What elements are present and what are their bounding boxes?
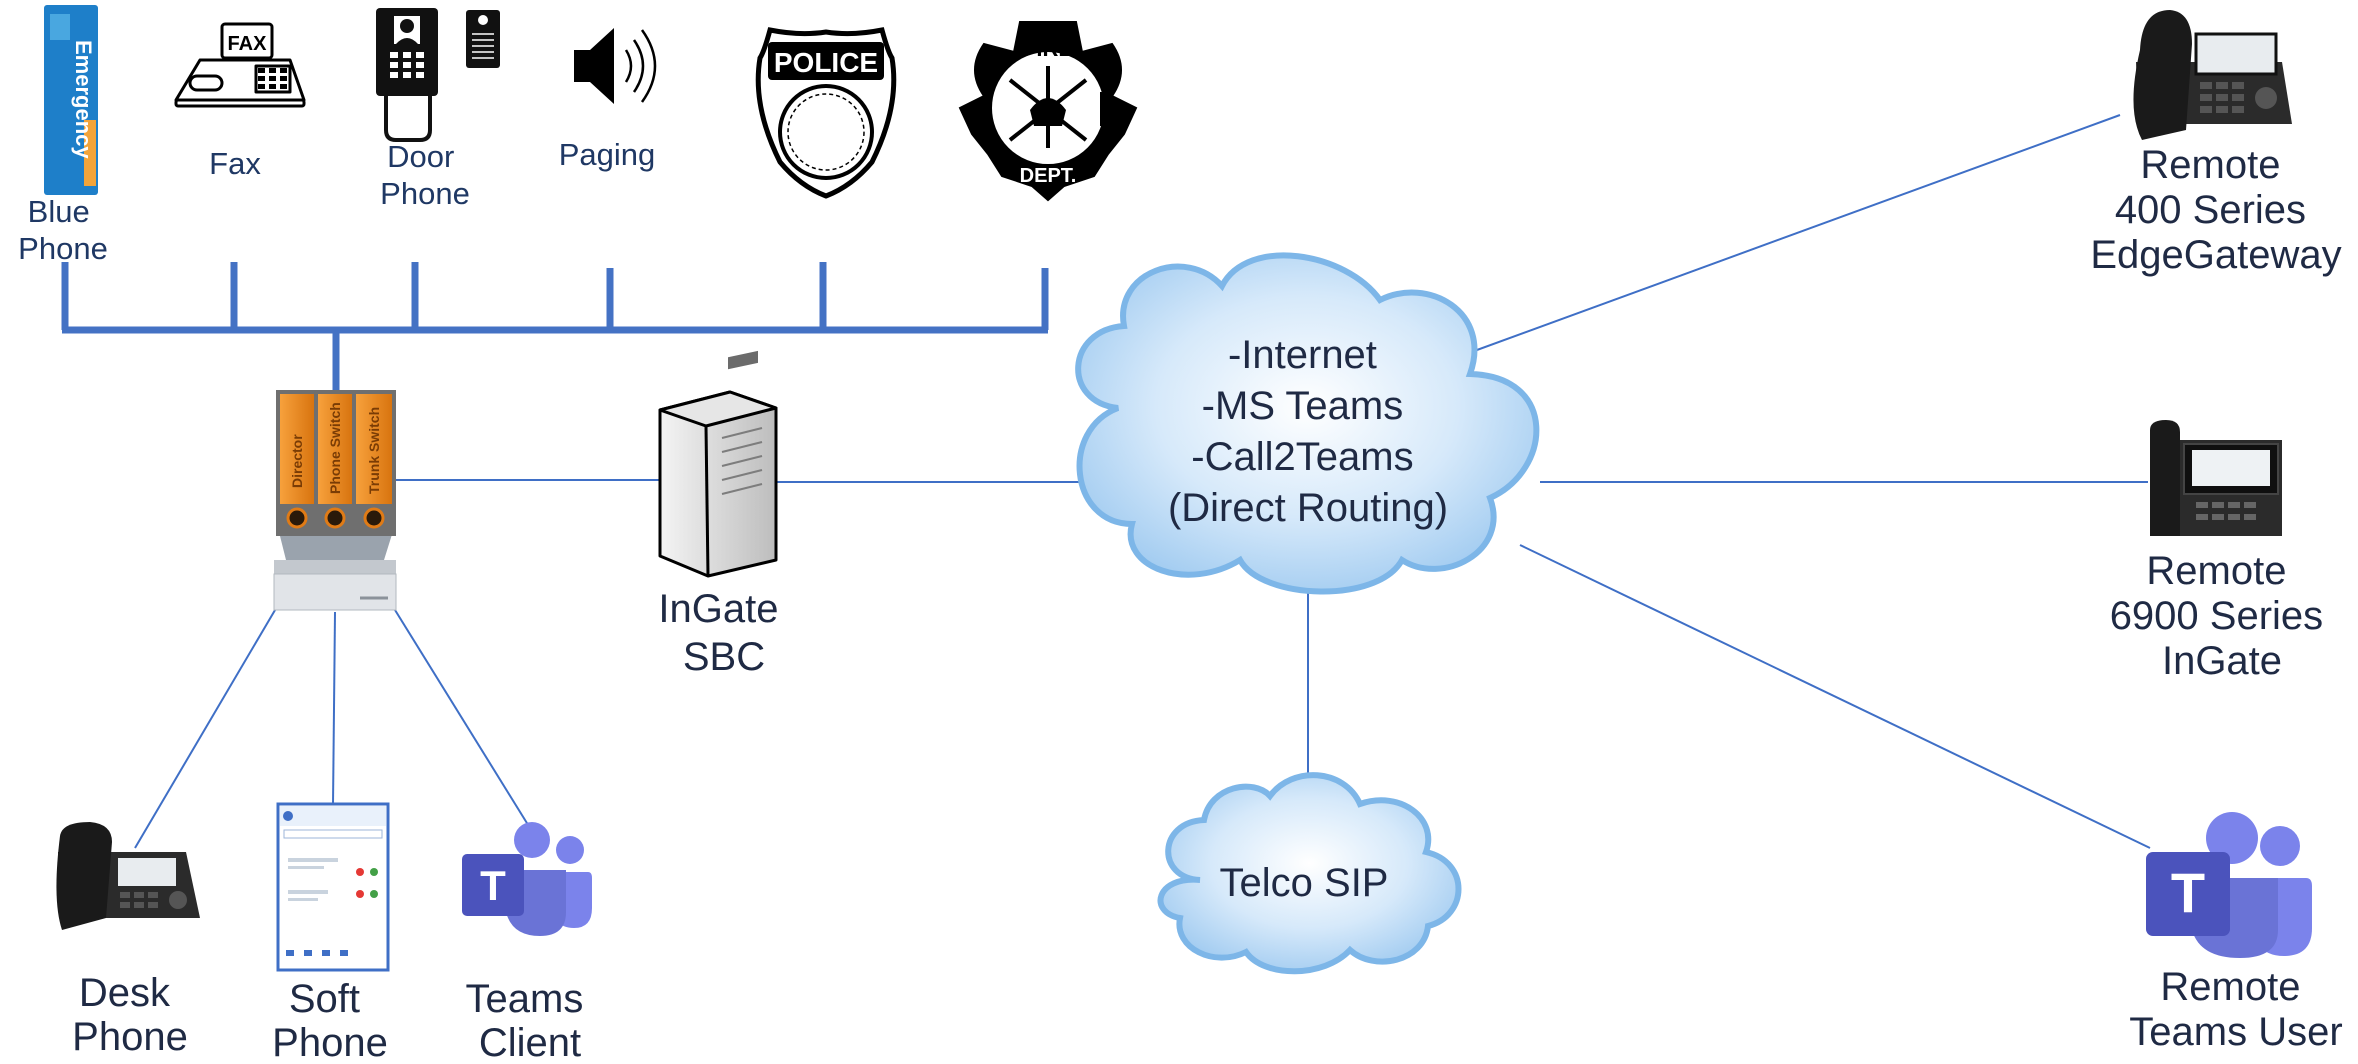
fax-icon: FAX bbox=[174, 22, 306, 108]
remote-teams-icon: T bbox=[2146, 812, 2312, 958]
remote-400-label: Remote 400 Series EdgeGateway bbox=[2090, 143, 2341, 277]
fire-bottom-text: DEPT. bbox=[1020, 165, 1077, 187]
slot-phone-switch-text: Phone Switch bbox=[327, 402, 343, 494]
device-bus bbox=[61, 262, 1049, 392]
link-appliance-soft-phone bbox=[332, 611, 336, 806]
door-phone-label: Door Phone bbox=[380, 139, 470, 211]
paging-label: Paging bbox=[559, 137, 656, 172]
link-appliance-teams-client bbox=[394, 609, 531, 829]
connection-links bbox=[134, 114, 2151, 849]
fire-dept-icon: FIRE DEPT. bbox=[958, 21, 1138, 202]
remote-teams-letter: T bbox=[2171, 861, 2205, 924]
blue-phone-label: Blue Phone bbox=[18, 194, 108, 266]
teams-client-label: Teams Client bbox=[466, 977, 595, 1064]
cloud-icon bbox=[1075, 252, 1540, 595]
desk-phone-icon bbox=[56, 822, 200, 930]
fax-label: Fax bbox=[209, 146, 261, 181]
door-phone-icon bbox=[376, 8, 500, 142]
remote-400-phone-icon bbox=[2133, 10, 2292, 140]
police-text: POLICE bbox=[774, 47, 878, 78]
fire-top-text: FIRE bbox=[1023, 36, 1073, 61]
soft-phone-app-icon bbox=[276, 802, 390, 972]
telco-sip-text: Telco SIP bbox=[1220, 861, 1389, 905]
server-icon bbox=[658, 350, 778, 578]
fax-icon-text: FAX bbox=[228, 33, 268, 55]
ingate-sbc-label: InGate SBC bbox=[658, 587, 789, 679]
desk-phone-label: Desk Phone bbox=[72, 971, 188, 1059]
remote-teams-label: Remote Teams User bbox=[2129, 965, 2342, 1054]
internet-cloud-text: -Internet -MS Teams -Call2Teams (Direct … bbox=[1168, 333, 1448, 530]
link-cloud-remote-400 bbox=[1454, 114, 2121, 359]
emergency-text: Emergency bbox=[71, 40, 96, 159]
link-cloud-remote-teams bbox=[1519, 544, 2151, 849]
phone-system-appliance-icon: Director Phone Switch Trunk Switch bbox=[273, 390, 397, 611]
remote-6900-phone-icon bbox=[2150, 420, 2282, 536]
soft-phone-label: Soft Phone bbox=[272, 977, 388, 1064]
slot-director-text: Director bbox=[289, 434, 305, 488]
remote-6900-label: Remote 6900 Series InGate bbox=[2110, 549, 2335, 683]
teams-icon: T bbox=[462, 822, 592, 936]
link-appliance-desk-phone bbox=[134, 604, 279, 849]
police-badge-icon: POLICE bbox=[755, 27, 897, 199]
teams-letter: T bbox=[480, 862, 506, 909]
slot-trunk-switch-text: Trunk Switch bbox=[366, 407, 382, 494]
emergency-phone-icon: Emergency bbox=[44, 5, 98, 195]
telco-cloud-icon bbox=[1157, 772, 1462, 975]
paging-speaker-icon bbox=[574, 28, 657, 104]
